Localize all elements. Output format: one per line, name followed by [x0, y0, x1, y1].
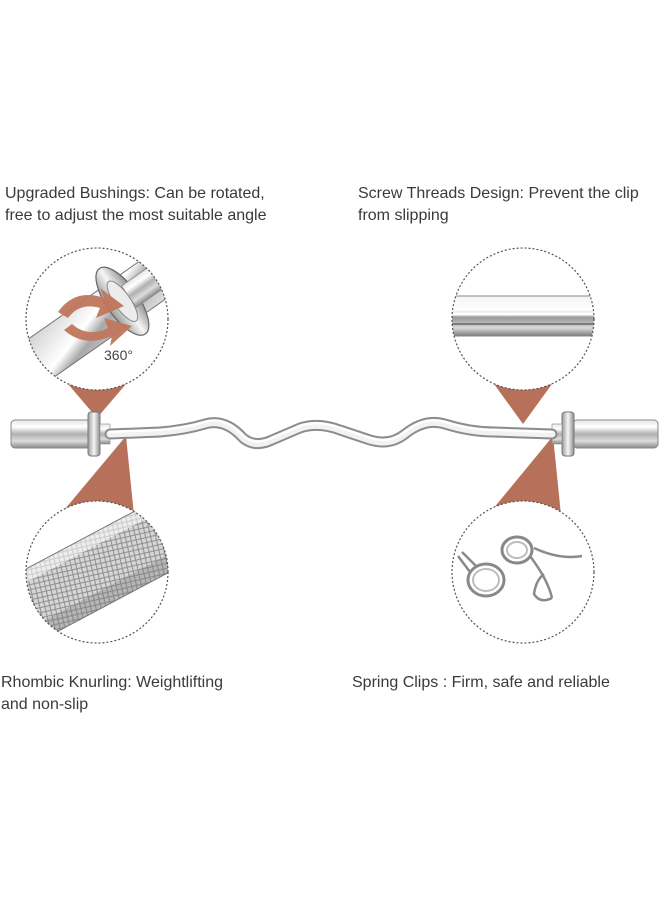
clips-caption-line1: Spring Clips : Firm, safe and reliable	[352, 674, 610, 691]
rotate-arrow-icon	[58, 288, 124, 318]
bushings-magnifier: 360°	[25, 247, 169, 391]
threads-caption: Screw Threads Design: Prevent the clip f…	[358, 183, 639, 227]
knurling-magnifier-ring	[25, 500, 169, 644]
threads-caption-line1: Screw Threads Design: Prevent the clip	[358, 185, 639, 202]
bushings-magnifier-ring	[25, 247, 169, 391]
threads-magnifier-ring	[451, 247, 595, 391]
spring-clip-icon	[500, 535, 534, 565]
knurling-caption: Rhombic Knurling: Weightlifting and non-…	[1, 672, 223, 716]
clips-magnifier	[451, 500, 595, 644]
right-sleeve	[572, 419, 659, 449]
knurling-caption-line1: Rhombic Knurling: Weightlifting	[1, 674, 224, 691]
bushings-pointer	[68, 384, 126, 418]
left-sleeve	[10, 419, 92, 449]
threads-caption-line2: from slipping	[358, 207, 449, 224]
clips-magnifier-ring	[451, 500, 595, 644]
clips-caption: Spring Clips : Firm, safe and reliable	[352, 672, 610, 694]
threads-magnifier	[451, 247, 595, 391]
bushings-caption-line2: free to adjust the most suitable angle	[5, 207, 267, 224]
rotation-degree-label: 360°	[104, 347, 133, 363]
right-collar	[561, 411, 575, 457]
knurling-magnifier	[25, 500, 169, 644]
bushings-caption-line1: Upgraded Bushings: Can be rotated,	[5, 185, 265, 202]
ez-curl-bar	[10, 411, 659, 457]
spring-clip-icon	[466, 562, 506, 598]
threads-pointer	[494, 384, 552, 424]
knurling-pointer	[60, 436, 134, 515]
left-collar	[87, 411, 101, 457]
bushings-caption: Upgraded Bushings: Can be rotated, free …	[5, 183, 267, 227]
clips-pointer	[488, 436, 561, 515]
knurling-caption-line2: and non-slip	[1, 696, 89, 713]
